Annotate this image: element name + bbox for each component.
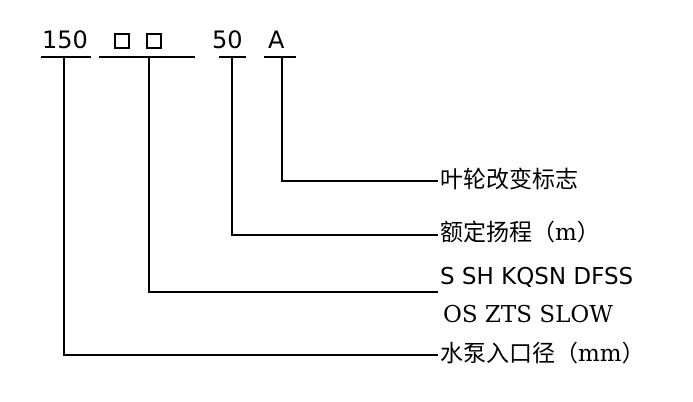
pump-types-line1: S SH KQSN DFSS xyxy=(440,264,634,290)
impeller-code: A xyxy=(268,26,285,54)
impeller-leader xyxy=(281,56,438,182)
pump-types-line2: OS ZTS SLOW xyxy=(443,302,613,328)
impeller-change-label: 叶轮改变标志 xyxy=(440,167,578,193)
head-code: 50 xyxy=(212,26,243,54)
type-box-2 xyxy=(146,33,162,49)
rated-head-label: 额定扬程（m） xyxy=(440,220,600,246)
type-box-1 xyxy=(114,33,130,49)
inlet-diameter-label: 水泵入口径（mm） xyxy=(440,341,645,367)
head-leader xyxy=(231,56,438,236)
inlet-leader xyxy=(63,56,438,356)
type-leader xyxy=(148,56,438,293)
inlet-code: 150 xyxy=(42,26,88,54)
